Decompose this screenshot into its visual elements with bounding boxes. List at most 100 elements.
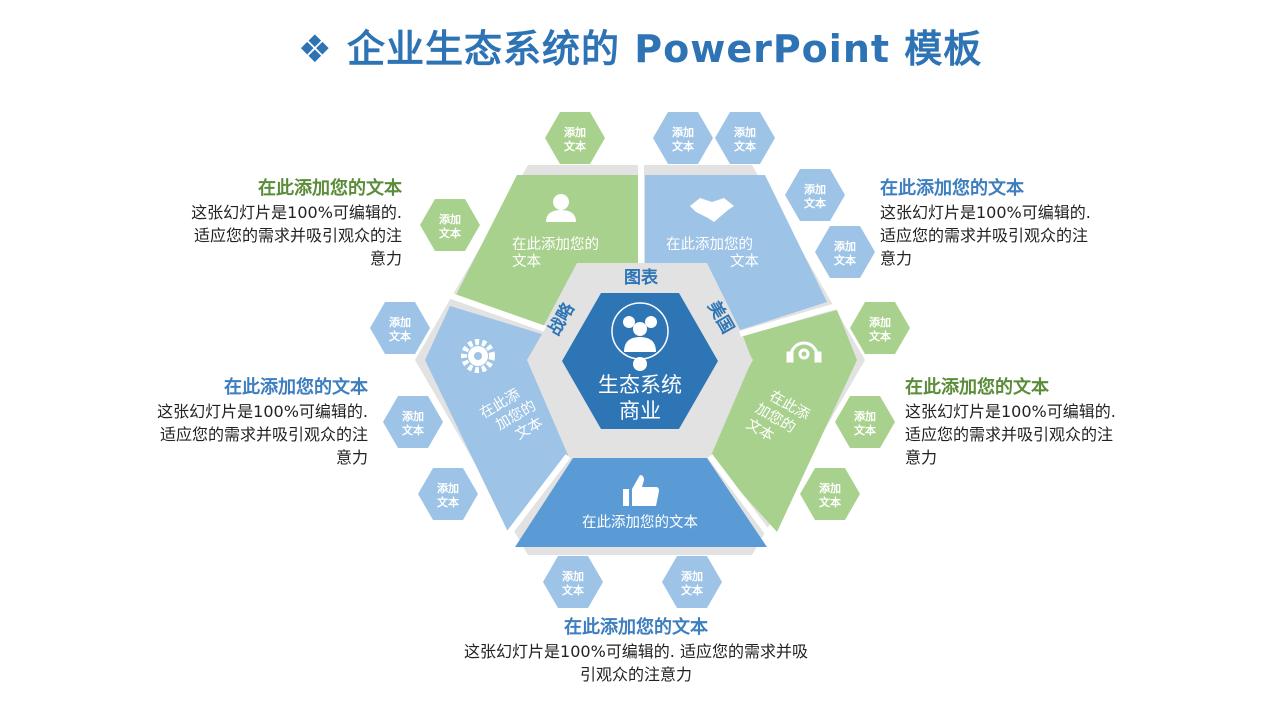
thumbs-up-icon bbox=[623, 475, 659, 506]
hexagon-shape bbox=[418, 468, 478, 520]
block-line: 意力 bbox=[905, 448, 938, 467]
hexagon-label: 添加 bbox=[439, 212, 461, 226]
inner-label-top: 图表 bbox=[624, 267, 659, 288]
segment-top-right-label-1: 在此添加您的 bbox=[666, 236, 753, 253]
gear-icon bbox=[461, 339, 495, 373]
hexagon-shape bbox=[835, 396, 895, 448]
page-title: ❖ 企业生态系统的 PowerPoint 模板 bbox=[297, 27, 983, 71]
hexagon-label: 文本 bbox=[437, 495, 459, 509]
hexagon-label: 添加 bbox=[834, 239, 856, 253]
headphones-icon bbox=[786, 341, 822, 363]
block-title: 在此添加您的文本 bbox=[905, 377, 1049, 398]
hexagon-shape bbox=[543, 556, 603, 608]
hexagon-label: 文本 bbox=[854, 423, 876, 437]
hexagon-label: 添加 bbox=[819, 481, 841, 495]
segment-bottom-label: 在此添加您的文本 bbox=[582, 514, 698, 531]
people-group-icon bbox=[611, 302, 669, 371]
hexagon-shape bbox=[370, 302, 430, 354]
segment-top-right-label-2: 文本 bbox=[730, 253, 759, 270]
segment-left[interactable] bbox=[425, 306, 568, 532]
hexagon-label: 文本 bbox=[439, 226, 461, 240]
hexagon-shape bbox=[800, 468, 860, 520]
block-line: 适应您的需求并吸引观众的注 bbox=[159, 425, 368, 444]
text-block-right: 在此添加您的文本 这张幻灯片是100%可编辑的. 适应您的需求并吸引观众的注 意… bbox=[905, 376, 1175, 469]
block-line: 适应您的需求并吸引观众的注 bbox=[880, 226, 1089, 245]
segment-top-left-label-2: 文本 bbox=[512, 253, 541, 270]
block-line: 这张幻灯片是100%可编辑的. bbox=[905, 402, 1116, 421]
text-block-top-right: 在此添加您的文本 这张幻灯片是100%可编辑的. 适应您的需求并吸引观众的注 意… bbox=[880, 177, 1150, 270]
block-line: 意力 bbox=[335, 448, 368, 467]
hexagon-label: 文本 bbox=[804, 196, 826, 210]
hexagon-label: 文本 bbox=[834, 253, 856, 267]
hexagon-shape bbox=[785, 169, 845, 221]
block-line: 这张幻灯片是100%可编辑的. 适应您的需求并吸 bbox=[464, 642, 808, 661]
block-title: 在此添加您的文本 bbox=[564, 617, 708, 638]
text-block-top-left: 在此添加您的文本 这张幻灯片是100%可编辑的. 适应您的需求并吸引观众的注 意… bbox=[132, 177, 402, 270]
hexagon-label: 添加 bbox=[562, 569, 584, 583]
hexagon-shape bbox=[653, 112, 713, 164]
text-block-bottom: 在此添加您的文本 这张幻灯片是100%可编辑的. 适应您的需求并吸 引观众的注意… bbox=[426, 616, 846, 686]
handshake-icon bbox=[690, 198, 734, 222]
hexagon-shape bbox=[715, 112, 775, 164]
block-title: 在此添加您的文本 bbox=[258, 178, 402, 199]
block-line: 适应您的需求并吸引观众的注 bbox=[905, 425, 1114, 444]
block-title: 在此添加您的文本 bbox=[224, 377, 368, 398]
hexagon-shape bbox=[662, 556, 722, 608]
hexagon-shape bbox=[383, 396, 443, 448]
text-block-left: 在此添加您的文本 这张幻灯片是100%可编辑的. 适应您的需求并吸引观众的注 意… bbox=[98, 376, 368, 469]
block-line: 这张幻灯片是100%可编辑的. bbox=[880, 203, 1091, 222]
hexagon-label: 文本 bbox=[562, 583, 584, 597]
segment-top-left-label-1: 在此添加您的 bbox=[512, 236, 599, 253]
block-line: 意力 bbox=[880, 249, 913, 268]
headset-person-icon bbox=[546, 194, 576, 222]
hexagon-label: 添加 bbox=[437, 481, 459, 495]
center-label-line1: 生态系统 bbox=[598, 373, 682, 397]
hexagon-shape bbox=[815, 226, 875, 278]
hexagon-label: 文本 bbox=[402, 423, 424, 437]
block-line: 适应您的需求并吸引观众的注 bbox=[193, 226, 402, 245]
block-line: 这张幻灯片是100%可编辑的. bbox=[157, 402, 368, 421]
hexagon-label: 文本 bbox=[734, 139, 756, 153]
hexagon-label: 添加 bbox=[734, 125, 756, 139]
hexagon-label: 添加 bbox=[681, 569, 703, 583]
segment-right[interactable] bbox=[710, 310, 857, 532]
block-title: 在此添加您的文本 bbox=[880, 178, 1024, 199]
hexagon-label: 文本 bbox=[389, 329, 411, 343]
segment-top-left[interactable] bbox=[455, 175, 638, 327]
segment-top-right[interactable] bbox=[645, 175, 827, 330]
hexagon-label: 添加 bbox=[869, 315, 891, 329]
hexagon-label: 文本 bbox=[681, 583, 703, 597]
hexagon-label: 添加 bbox=[402, 409, 424, 423]
block-line: 意力 bbox=[369, 249, 402, 268]
hexagon-label: 添加 bbox=[804, 182, 826, 196]
block-line: 这张幻灯片是100%可编辑的. bbox=[191, 203, 402, 222]
hexagon-label: 添加 bbox=[564, 125, 586, 139]
hexagon-label: 文本 bbox=[869, 329, 891, 343]
hexagon-shape bbox=[545, 112, 605, 164]
hexagon-label: 文本 bbox=[672, 139, 694, 153]
center-label-line2: 商业 bbox=[619, 399, 661, 423]
hexagon-shape bbox=[420, 199, 480, 251]
hexagon-label: 文本 bbox=[819, 495, 841, 509]
block-line: 引观众的注意力 bbox=[579, 665, 692, 684]
hexagon-shape bbox=[850, 302, 910, 354]
hexagon-label: 添加 bbox=[854, 409, 876, 423]
hexagon-label: 添加 bbox=[389, 315, 411, 329]
dividers bbox=[439, 160, 851, 547]
hexagon-label: 文本 bbox=[564, 139, 586, 153]
